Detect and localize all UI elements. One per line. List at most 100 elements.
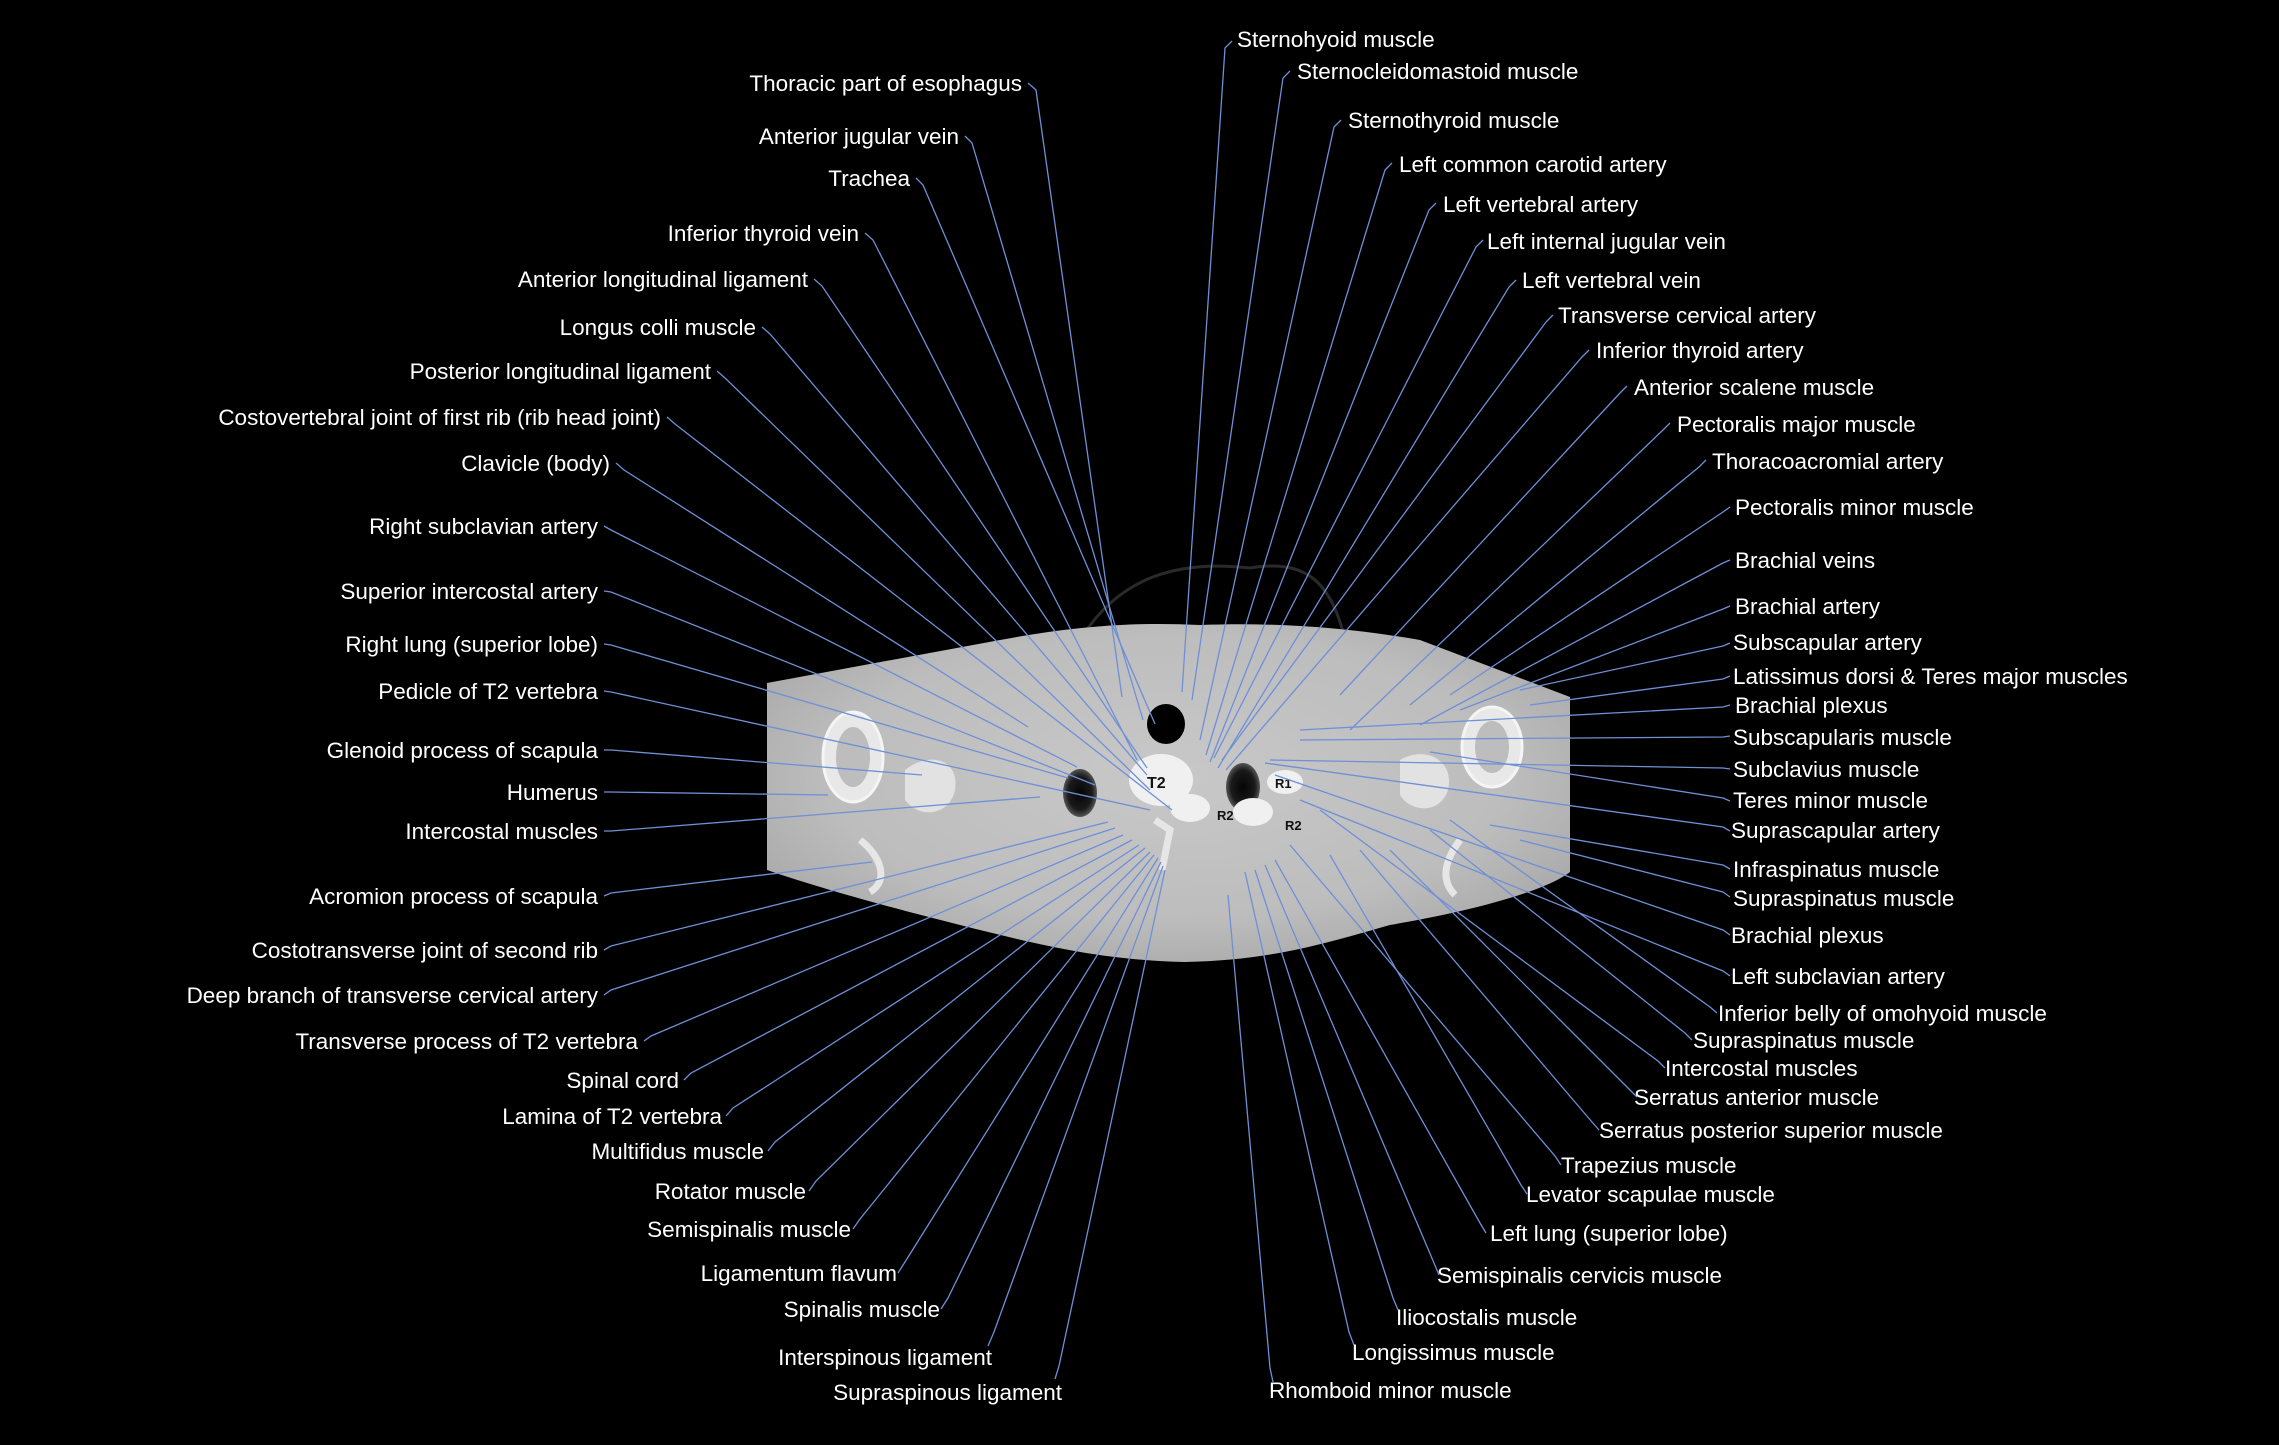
leader-line: [1519, 642, 1731, 691]
label-serratus-anterior: Serratus anterior muscle: [1634, 1085, 1879, 1110]
trachea-shape: [1147, 704, 1185, 744]
leader-line: [1054, 869, 1166, 1380]
label-brachial-plexus-2: Brachial plexus: [1731, 923, 1884, 948]
leader-line: [603, 590, 1096, 786]
right-lung-shape: [1063, 769, 1097, 817]
leader-line: [1519, 839, 1731, 898]
leader-line: [683, 839, 1133, 1081]
label-glenoid: Glenoid process of scapula: [327, 738, 599, 763]
leader-line: [1205, 162, 1393, 756]
label-right-lung-superior: Right lung (superior lobe): [345, 632, 598, 657]
label-left-subclavian-artery: Left subclavian artery: [1731, 964, 1946, 989]
label-transverse-process-t2: Transverse process of T2 vertebra: [295, 1029, 638, 1054]
leader-line: [1429, 829, 1693, 1041]
leader-line: [1254, 869, 1399, 1311]
labels-right: Sternohyoid muscle Sternocleidomastoid m…: [1237, 27, 2128, 1403]
leader-line: [603, 690, 1151, 811]
leader-line: [1209, 202, 1437, 763]
label-clavicle-body: Clavicle (body): [461, 451, 610, 476]
leader-line: [813, 278, 1148, 769]
label-teres-minor: Teres minor muscle: [1733, 788, 1928, 813]
label-sternocleidomastoid: Sternocleidomastoid muscle: [1297, 59, 1578, 84]
label-left-internal-jugular: Left internal jugular vein: [1487, 229, 1726, 254]
label-left-common-carotid: Left common carotid artery: [1399, 152, 1667, 177]
label-left-vertebral-artery: Left vertebral artery: [1443, 192, 1639, 217]
label-right-subclavian-artery: Right subclavian artery: [369, 514, 599, 539]
label-serratus-posterior-superior: Serratus posterior superior muscle: [1599, 1118, 1943, 1143]
leader-line: [915, 177, 1156, 725]
label-left-vertebral-vein: Left vertebral vein: [1522, 268, 1701, 293]
leader-line: [1319, 809, 1666, 1069]
label-pectoralis-minor: Pectoralis minor muscle: [1735, 495, 1974, 520]
label-levator-scapulae: Levator scapulae muscle: [1526, 1182, 1775, 1207]
label-pedicle-t2: Pedicle of T2 vertebra: [378, 679, 598, 704]
label-spinal-cord: Spinal cord: [566, 1068, 679, 1093]
label-trapezius: Trapezius muscle: [1561, 1153, 1736, 1178]
leader-line: [603, 643, 1069, 779]
label-longissimus: Longissimus muscle: [1352, 1340, 1555, 1365]
label-subclavius: Subclavius muscle: [1733, 757, 1919, 782]
label-trachea: Trachea: [828, 166, 910, 191]
leader-line: [852, 854, 1155, 1230]
label-thoracoacromial-artery: Thoracoacromial artery: [1712, 449, 1944, 474]
leader-line: [1181, 40, 1233, 693]
label-thoracic-esophagus: Thoracic part of esophagus: [749, 71, 1022, 96]
leader-line: [1244, 871, 1355, 1346]
leader-line: [666, 416, 1173, 811]
label-intercostal-muscles-right: Intercostal muscles: [405, 819, 598, 844]
label-semispinalis-cervicis: Semispinalis cervicis muscle: [1437, 1263, 1722, 1288]
leader-line: [1299, 735, 1731, 741]
label-infraspinatus: Infraspinatus muscle: [1733, 857, 1939, 882]
leader-line: [1409, 459, 1707, 706]
label-iliocostalis: Iliocostalis muscle: [1396, 1305, 1577, 1330]
label-brachial-artery: Brachial artery: [1735, 594, 1881, 619]
leader-line: [864, 232, 1138, 761]
leader-line: [1227, 894, 1274, 1383]
leader-line: [1225, 349, 1590, 771]
leader-line: [940, 861, 1162, 1310]
leader-line: [643, 834, 1124, 1042]
label-left-lung-superior: Left lung (superior lobe): [1490, 1221, 1728, 1246]
label-superior-intercostal-artery: Superior intercostal artery: [340, 579, 598, 604]
label-spinalis: Spinalis muscle: [784, 1297, 940, 1322]
label-multifidus: Multifidus muscle: [591, 1139, 764, 1164]
label-interspinous-ligament: Interspinous ligament: [778, 1345, 993, 1370]
leader-line: [1339, 385, 1628, 696]
label-inferior-thyroid-artery: Inferior thyroid artery: [1596, 338, 1804, 363]
leader-line: [1264, 762, 1731, 832]
label-inferior-thyroid-vein: Inferior thyroid vein: [668, 221, 859, 246]
label-costovertebral-joint: Costovertebral joint of first rib (rib h…: [218, 405, 661, 430]
leader-line: [897, 857, 1159, 1274]
label-brachial-plexus-1: Brachial plexus: [1735, 693, 1888, 718]
label-supraspinous-ligament: Supraspinous ligament: [833, 1380, 1063, 1405]
leader-line: [725, 844, 1140, 1117]
leader-line: [603, 827, 1116, 996]
leader-line: [1221, 314, 1554, 761]
leader-line: [1529, 675, 1731, 706]
leader-line: [603, 525, 1078, 768]
labels-left: Thoracic part of esophagus Anterior jugu…: [187, 71, 1063, 1405]
label-acromion: Acromion process of scapula: [309, 884, 598, 909]
label-intercostal-muscles-left: Intercostal muscles: [1665, 1056, 1858, 1081]
label-subscapular-artery: Subscapular artery: [1733, 630, 1923, 655]
label-semispinalis: Semispinalis muscle: [647, 1217, 851, 1242]
leader-line: [1289, 844, 1562, 1166]
leader-line: [1199, 119, 1342, 741]
leader-line: [1299, 799, 1731, 977]
marker-t2: T2: [1147, 775, 1166, 792]
leader-line: [1027, 82, 1123, 698]
label-deep-branch-tca: Deep branch of transverse cervical arter…: [187, 983, 599, 1008]
leader-line: [1449, 819, 1718, 1014]
marker-r2-left: R2: [1217, 808, 1234, 823]
label-lamina-t2: Lamina of T2 vertebra: [502, 1104, 722, 1129]
leader-line: [1459, 605, 1731, 711]
vertebra-t2-shape: [1129, 754, 1193, 806]
leader-line: [1213, 239, 1484, 759]
label-longus-colli: Longus colli muscle: [560, 315, 756, 340]
label-posterior-longitudinal-ligament: Posterior longitudinal ligament: [410, 359, 712, 384]
scapula-left-shape: [1400, 754, 1450, 809]
leader-lines: [603, 40, 1731, 1383]
label-subscapularis: Subscapularis muscle: [1733, 725, 1952, 750]
leader-line: [615, 462, 1029, 728]
